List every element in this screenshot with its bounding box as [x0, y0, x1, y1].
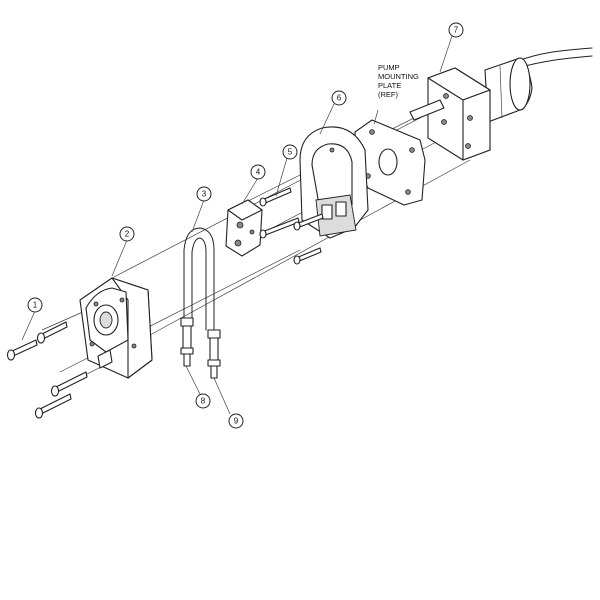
balloon-2-label: 2	[125, 230, 130, 239]
balloon-5: 5	[282, 144, 298, 160]
balloon-8-label: 8	[201, 397, 206, 406]
callout-line-1: PUMP	[378, 63, 400, 72]
balloon-6-label: 6	[337, 94, 342, 103]
tube-fitting-8	[180, 317, 194, 367]
screw-5b	[259, 217, 300, 239]
rear-pump-housing	[299, 126, 369, 239]
callout-line-3: PLATE	[378, 81, 401, 90]
balloon-3-label: 3	[202, 190, 207, 199]
balloon-1-label: 1	[33, 301, 38, 310]
leader-lines	[21, 35, 453, 415]
front-pump-head	[79, 277, 153, 379]
balloon-9: 9	[228, 413, 244, 429]
balloon-3: 3	[196, 186, 212, 202]
screw-5a	[259, 187, 292, 207]
screw-5d	[293, 247, 322, 265]
balloon-9-label: 9	[234, 417, 239, 426]
balloon-2: 2	[119, 226, 135, 242]
screw-1c	[50, 371, 88, 397]
balloon-7: 7	[448, 22, 464, 38]
screw-5c	[293, 213, 324, 231]
callout-line-4: (REF)	[378, 90, 398, 99]
balloon-4-label: 4	[256, 168, 261, 177]
balloon-4: 4	[250, 164, 266, 180]
motor-gearbox	[409, 47, 593, 161]
balloon-8: 8	[195, 393, 211, 409]
balloon-5-label: 5	[288, 148, 293, 157]
balloon-7-label: 7	[454, 26, 459, 35]
mounting-screws	[259, 187, 324, 265]
callout-line-2: MOUNTING	[378, 72, 419, 81]
screw-1a	[6, 339, 38, 361]
pump-tubing	[183, 227, 215, 331]
tube-clamp	[225, 199, 263, 257]
long-screws	[6, 321, 88, 419]
balloon-1: 1	[27, 297, 43, 313]
pump-mounting-plate	[354, 109, 426, 206]
tube-fitting-9	[207, 329, 221, 379]
mounting-plate-callout: PUMP MOUNTING PLATE (REF)	[378, 63, 419, 99]
screw-1b	[36, 321, 68, 344]
balloon-6: 6	[331, 90, 347, 106]
screw-1d	[34, 393, 72, 419]
